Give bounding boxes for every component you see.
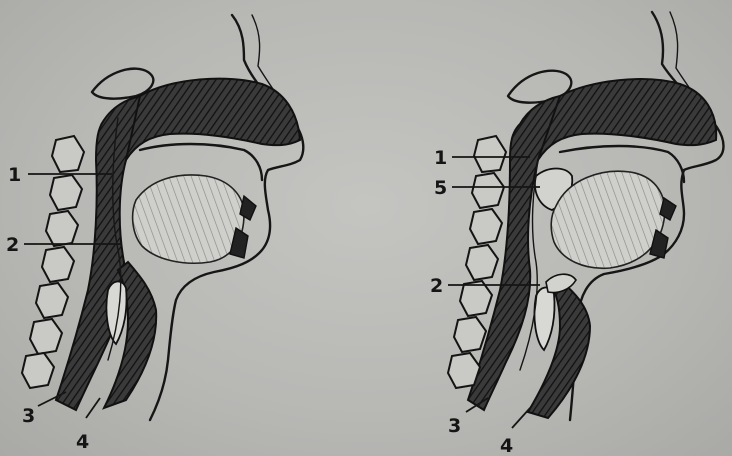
right-label-1: 1 [434,147,447,169]
left-label-1: 1 [8,164,21,186]
left-label-3: 3 [22,405,35,427]
right-label-5: 5 [434,177,447,199]
right-section [448,12,724,420]
right-larynx [534,287,554,350]
left-label-4: 4 [76,431,89,453]
right-label-4: 4 [500,435,513,456]
left-palate [140,144,262,180]
left-section [22,15,303,420]
left-tongue [133,175,244,263]
right-nasopharynx [530,79,716,160]
left-label-2: 2 [6,234,19,256]
left-nasopharynx [116,79,300,160]
right-label-3: 3 [448,415,461,437]
right-label-2: 2 [430,275,443,297]
